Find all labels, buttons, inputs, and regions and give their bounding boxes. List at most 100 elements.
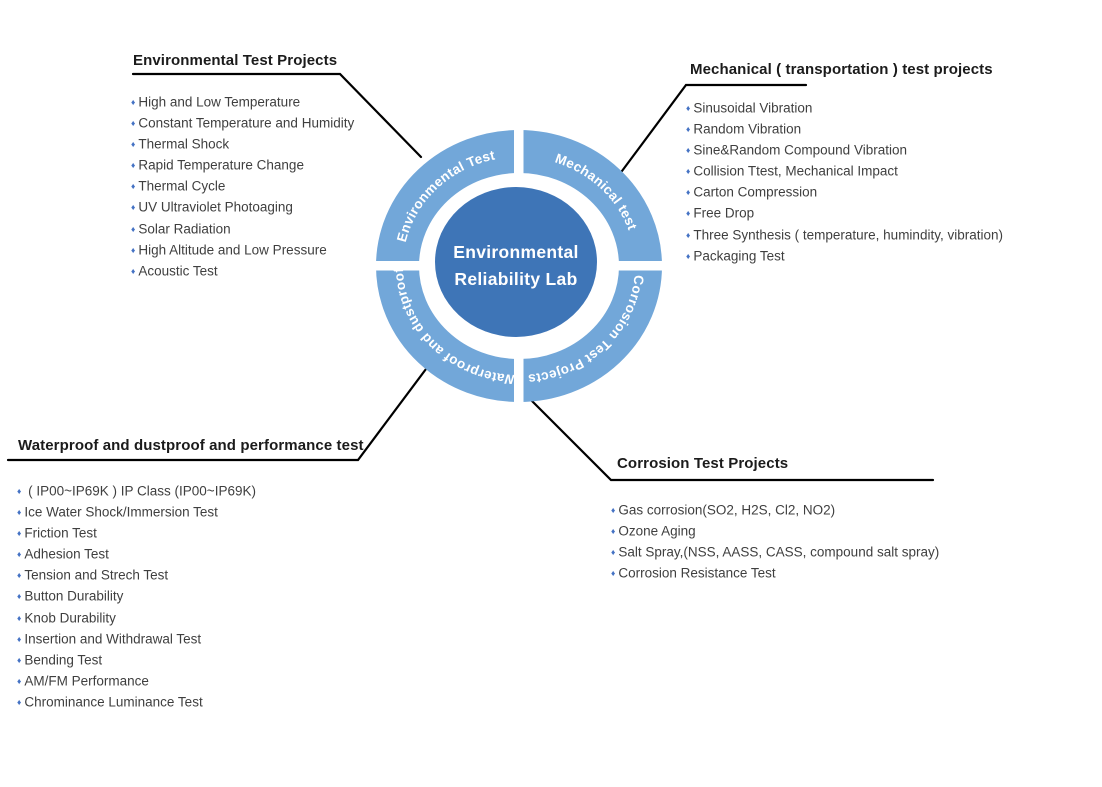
diamond-bullet-icon: ♦ xyxy=(686,187,691,198)
diamond-bullet-icon: ♦ xyxy=(686,145,691,156)
section-title-waterproof: Waterproof and dustproof and performance… xyxy=(18,437,364,454)
list-item: ♦Ice Water Shock/Immersion Test xyxy=(17,502,256,523)
list-item-label: Carton Compression xyxy=(693,184,818,200)
center-circle xyxy=(435,187,597,337)
list-item-label: Constant Temperature and Humidity xyxy=(138,115,355,131)
list-item: ♦Knob Durability xyxy=(17,608,256,629)
list-item: ♦UV Ultraviolet Photoaging xyxy=(131,197,354,218)
list-item: ♦Solar Radiation xyxy=(131,219,354,240)
diamond-bullet-icon: ♦ xyxy=(17,549,22,560)
list-item: ♦Collision Ttest, Mechanical Impact xyxy=(686,161,1003,182)
list-item: ♦Adhesion Test xyxy=(17,544,256,565)
list-item: ♦Constant Temperature and Humidity xyxy=(131,113,354,134)
diamond-bullet-icon: ♦ xyxy=(17,612,22,623)
connector-line-waterproof xyxy=(6,367,428,462)
diamond-bullet-icon: ♦ xyxy=(686,208,691,219)
list-item-label: Thermal Shock xyxy=(138,136,230,152)
list-item-label: Ozone Aging xyxy=(618,523,696,539)
list-item: ♦Tension and Strech Test xyxy=(17,565,256,586)
connector-line-corrosion xyxy=(528,397,935,482)
list-item: ♦Free Drop xyxy=(686,203,1003,224)
list-item: ♦Corrosion Resistance Test xyxy=(611,563,939,584)
list-item-label: Knob Durability xyxy=(24,610,116,626)
list-item: ♦Friction Test xyxy=(17,523,256,544)
list-item: ♦Rapid Temperature Change xyxy=(131,155,354,176)
list-item: ♦Packaging Test xyxy=(686,246,1003,267)
list-item: ♦Insertion and Withdrawal Test xyxy=(17,629,256,650)
diamond-bullet-icon: ♦ xyxy=(131,265,136,276)
diamond-bullet-icon: ♦ xyxy=(686,250,691,261)
center-title-line1: Environmental xyxy=(453,242,578,262)
list-item-label: ( IP00~IP69K ) IP Class (IP00~IP69K) xyxy=(24,483,256,499)
list-item: ♦Thermal Cycle xyxy=(131,176,354,197)
diamond-bullet-icon: ♦ xyxy=(686,103,691,113)
corrosion-items-list: ♦Gas corrosion(SO2, H2S, Cl2, NO2) ♦Ozon… xyxy=(611,500,939,584)
ring-gap-top xyxy=(514,120,524,180)
list-item-label: Chrominance Luminance Test xyxy=(24,694,203,710)
diamond-bullet-icon: ♦ xyxy=(17,675,22,686)
list-item: ♦Acoustic Test xyxy=(131,261,354,282)
list-item-label: Collision Ttest, Mechanical Impact xyxy=(693,163,898,179)
connector-line-mechanical xyxy=(620,83,808,173)
list-item: ♦Sinusoidal Vibration xyxy=(686,98,1003,119)
list-item-label: Gas corrosion(SO2, H2S, Cl2, NO2) xyxy=(618,502,836,518)
list-item-label: Random Vibration xyxy=(693,121,802,137)
diamond-bullet-icon: ♦ xyxy=(17,528,22,539)
list-item-label: Free Drop xyxy=(693,205,755,221)
list-item-label: Corrosion Resistance Test xyxy=(618,565,776,581)
list-item: ♦AM/FM Performance xyxy=(17,671,256,692)
list-item-label: Thermal Cycle xyxy=(138,178,226,194)
list-item: ♦Thermal Shock xyxy=(131,134,354,155)
list-item-label: AM/FM Performance xyxy=(24,673,149,689)
list-item-label: Bending Test xyxy=(24,652,103,668)
list-item: ♦Bending Test xyxy=(17,650,256,671)
diamond-bullet-icon: ♦ xyxy=(611,526,616,537)
diamond-bullet-icon: ♦ xyxy=(17,486,22,496)
waterproof-items-list: ♦ ( IP00~IP69K ) IP Class (IP00~IP69K) ♦… xyxy=(17,481,256,713)
list-item-label: Salt Spray,(NSS, AASS, CASS, compound sa… xyxy=(618,544,940,560)
diamond-bullet-icon: ♦ xyxy=(131,118,136,129)
section-title-environmental: Environmental Test Projects xyxy=(133,52,338,69)
ring-gap-right xyxy=(612,261,670,271)
list-item-label: Ice Water Shock/Immersion Test xyxy=(24,504,218,520)
list-item-label: Packaging Test xyxy=(693,248,785,264)
diamond-bullet-icon: ♦ xyxy=(131,97,136,107)
mechanical-items-list: ♦Sinusoidal Vibration ♦Random Vibration … xyxy=(686,98,1003,267)
diamond-bullet-icon: ♦ xyxy=(611,568,616,579)
diamond-bullet-icon: ♦ xyxy=(611,547,616,558)
diamond-bullet-icon: ♦ xyxy=(17,591,22,602)
section-title-corrosion: Corrosion Test Projects xyxy=(617,455,789,472)
list-item-label: High Altitude and Low Pressure xyxy=(138,242,327,258)
environmental-items-list: ♦High and Low Temperature ♦Constant Temp… xyxy=(131,92,354,282)
list-item: ♦ ( IP00~IP69K ) IP Class (IP00~IP69K) xyxy=(17,481,256,502)
list-item-label: Acoustic Test xyxy=(138,263,218,279)
diamond-bullet-icon: ♦ xyxy=(131,202,136,213)
diamond-bullet-icon: ♦ xyxy=(17,696,22,707)
list-item-label: Rapid Temperature Change xyxy=(138,157,304,173)
diamond-bullet-icon: ♦ xyxy=(686,124,691,135)
list-item: ♦Three Synthesis ( temperature, humindit… xyxy=(686,225,1003,246)
list-item-label: Button Durability xyxy=(24,588,124,604)
ring-gap-bottom xyxy=(514,350,524,408)
diamond-bullet-icon: ♦ xyxy=(17,570,22,581)
list-item: ♦Random Vibration xyxy=(686,119,1003,140)
diamond-bullet-icon: ♦ xyxy=(131,244,136,255)
list-item-label: Sinusoidal Vibration xyxy=(693,100,813,116)
list-item: ♦Carton Compression xyxy=(686,182,1003,203)
diamond-bullet-icon: ♦ xyxy=(686,166,691,177)
list-item: ♦High Altitude and Low Pressure xyxy=(131,240,354,261)
diamond-bullet-icon: ♦ xyxy=(131,139,136,150)
list-item: ♦Button Durability xyxy=(17,586,256,607)
list-item: ♦Ozone Aging xyxy=(611,521,939,542)
diamond-bullet-icon: ♦ xyxy=(131,160,136,171)
list-item: ♦Gas corrosion(SO2, H2S, Cl2, NO2) xyxy=(611,500,939,521)
center-title-line2: Reliability Lab xyxy=(454,269,577,289)
list-item-label: Sine&Random Compound Vibration xyxy=(693,142,907,158)
diamond-bullet-icon: ♦ xyxy=(17,633,22,644)
list-item: ♦Sine&Random Compound Vibration xyxy=(686,140,1003,161)
list-item-label: High and Low Temperature xyxy=(138,94,301,110)
diamond-bullet-icon: ♦ xyxy=(17,507,22,518)
diamond-bullet-icon: ♦ xyxy=(131,181,136,192)
list-item-label: UV Ultraviolet Photoaging xyxy=(138,199,293,215)
